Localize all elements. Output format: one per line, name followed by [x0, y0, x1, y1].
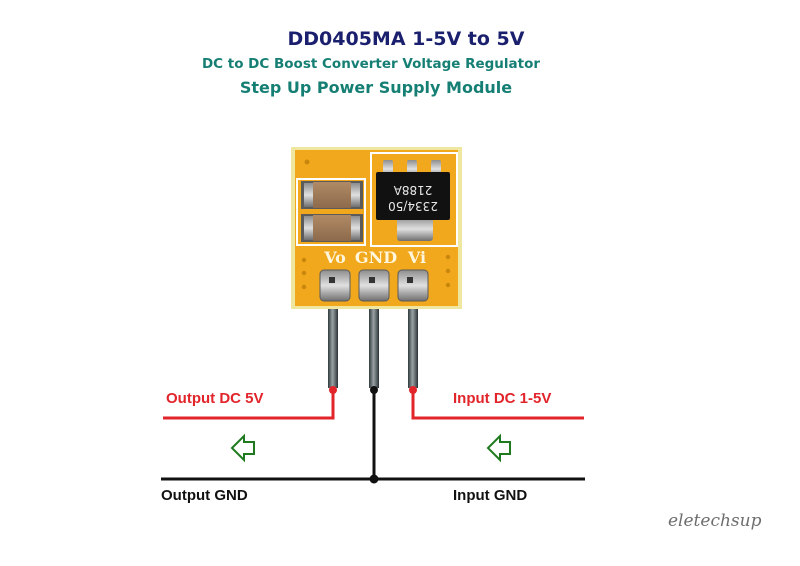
input-positive-wire	[411, 390, 584, 420]
capacitor	[301, 181, 363, 209]
input-voltage-label: Input DC 1-5V	[453, 390, 552, 407]
input-junction-dot	[409, 386, 417, 394]
pcb-module: 2334/50 2188A Vo GND Vi	[291, 147, 462, 309]
flow-arrow-left-icon	[486, 433, 511, 463]
pin-gnd	[369, 305, 379, 388]
pin-vi	[408, 305, 418, 388]
brand-watermark: eletechsup	[668, 511, 762, 531]
chip-marking-line1: 2334/50	[388, 199, 438, 213]
input-gnd-label: Input GND	[453, 487, 528, 504]
output-gnd-label: Output GND	[161, 487, 248, 504]
product-subtitle: DC to DC Boost Converter Voltage Regulat…	[201, 56, 541, 72]
flow-arrow-left-icon	[230, 433, 255, 463]
product-subtitle-2: Step Up Power Supply Module	[239, 78, 513, 97]
pin-vo	[328, 305, 338, 388]
solder-pad-vo	[319, 269, 351, 302]
gnd-junction-dot	[369, 474, 379, 484]
output-voltage-label: Output DC 5V	[166, 390, 264, 407]
solder-pad-vi	[397, 269, 429, 302]
output-junction-dot	[329, 386, 337, 394]
capacitor	[301, 214, 363, 242]
output-positive-wire	[163, 390, 335, 420]
gnd-pin-dot	[370, 386, 378, 394]
product-title: DD0405MA 1-5V to 5V	[287, 28, 525, 50]
chip-marking-line2: 2188A	[393, 183, 433, 197]
pin-label-gnd: GND	[355, 248, 397, 267]
pin-label-vi: Vi	[407, 248, 426, 267]
solder-pad-gnd	[358, 269, 390, 302]
pin-label-vo: Vo	[323, 248, 346, 267]
regulator-chip: 2334/50 2188A	[376, 160, 450, 241]
